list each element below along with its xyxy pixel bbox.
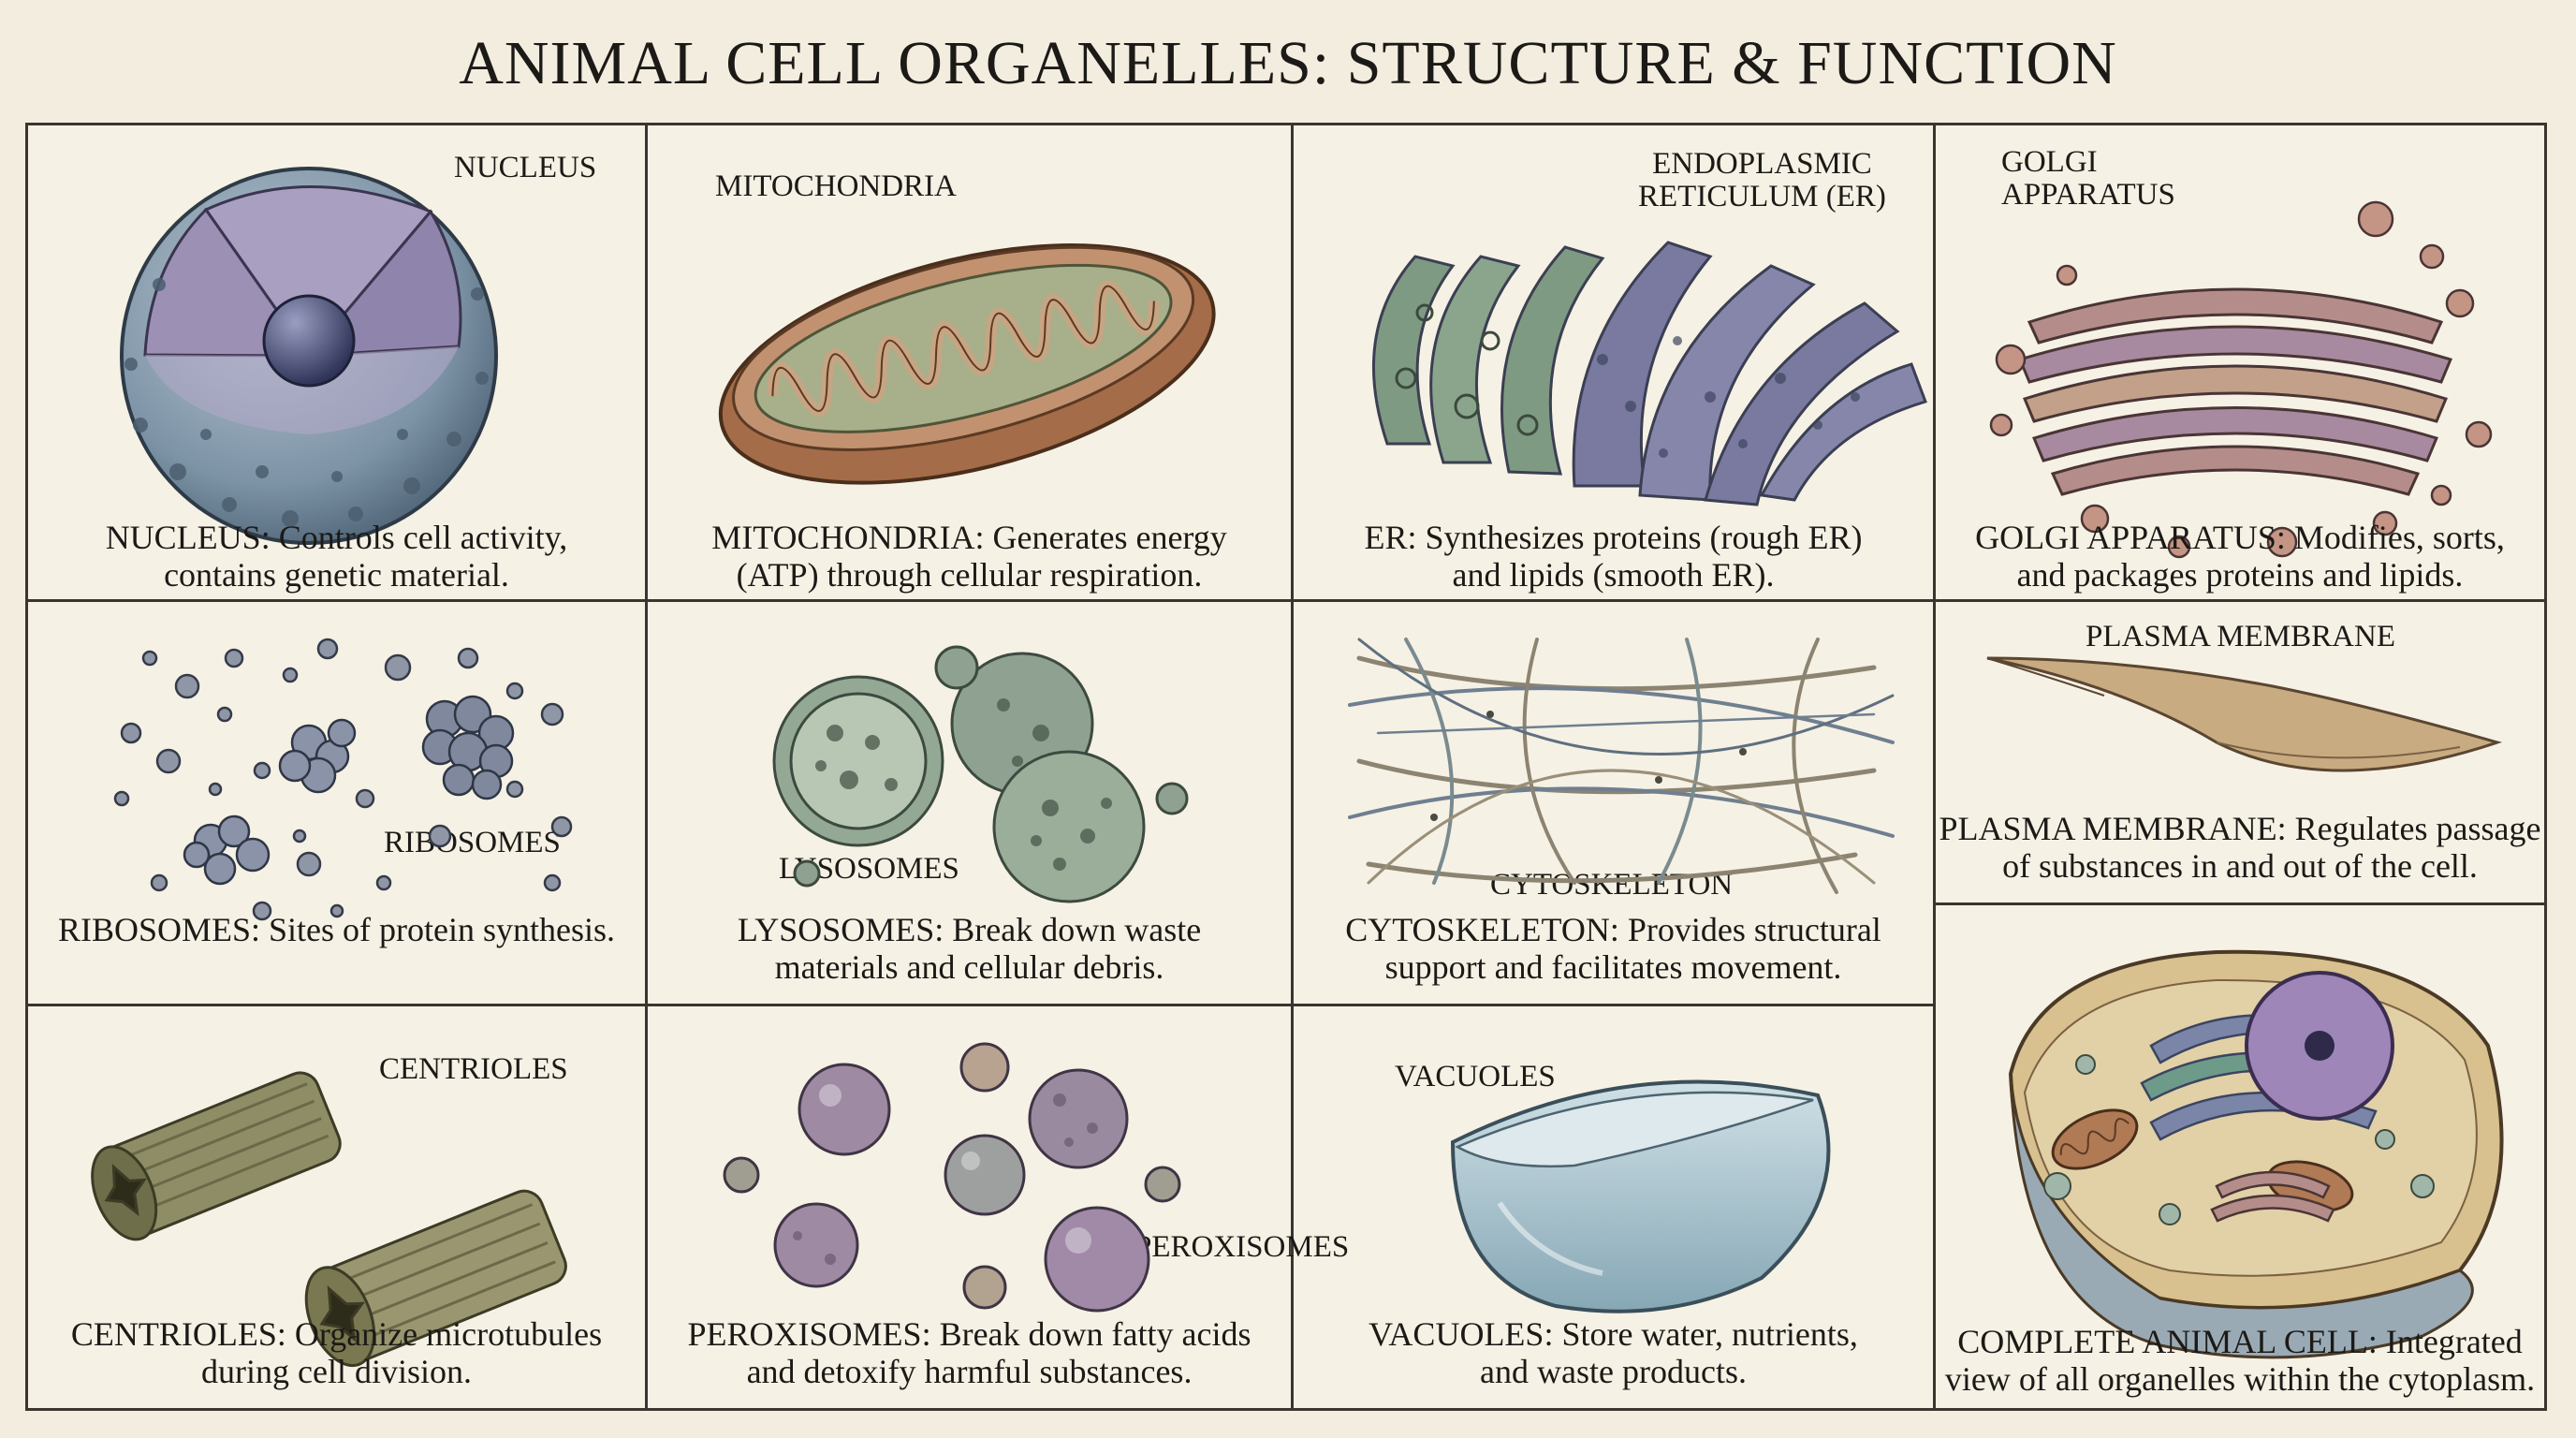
nucleus-cell: NUCLEUS (28, 125, 645, 599)
er-caption: ER: Synthesizes proteins (rough ER) and … (1364, 519, 1863, 594)
plasma-membrane-illustration (1986, 656, 2503, 772)
ribosomes-illustration (113, 638, 573, 921)
centrioles-label: CENTRIOLES (379, 1052, 568, 1086)
cytoskeleton-illustration (1348, 638, 1895, 894)
cytoskeleton-cell: CYTOSKELETON CYTOSKELETON: Provide (1294, 602, 1933, 1004)
plasma-membrane-caption: PLASMA MEMBRANE: Regulates passage of su… (1939, 810, 2541, 886)
lysosomes-caption: LYSOSOMES: Break down waste materials an… (737, 911, 1202, 987)
grid-line (1933, 902, 2544, 905)
centrioles-cell: CENTRIOLES CENTRIOL (28, 1006, 645, 1408)
mitochondria-cell: MITOCHONDRIA MITOCHONDRIA: Generates ene… (648, 125, 1291, 599)
mitochondria-illustration (718, 243, 1216, 485)
grid-line (28, 599, 1933, 602)
peroxisomes-label: PEROXISOMES (1134, 1230, 1350, 1264)
ribosomes-label: RIBOSOMES (384, 826, 561, 859)
centrioles-illustration (91, 1071, 567, 1368)
page-title: ANIMAL CELL ORGANELLES: STRUCTURE & FUNC… (459, 29, 2117, 97)
golgi-cell: GOLGI APPARATUS GOLGI APPARATUS: Modifie… (1936, 125, 2544, 599)
grid-line (28, 1004, 1933, 1006)
vacuoles-label: VACUOLES (1395, 1060, 1556, 1093)
mitochondria-label: MITOCHONDRIA (715, 169, 957, 203)
peroxisomes-cell: PEROXISOMES PEROXISOMES: Brea (648, 1006, 1349, 1408)
ribosomes-caption: RIBOSOMES: Sites of protein synthesis. (57, 911, 616, 948)
nucleus-label: NUCLEUS (454, 151, 597, 184)
golgi-caption: GOLGI APPARATUS: Modifies, sorts, and pa… (1975, 519, 2505, 594)
er-label: ENDOPLASMIC RETICULUM (ER) (1638, 147, 1886, 213)
mitochondria-caption: MITOCHONDRIA: Generates energy (ATP) thr… (711, 519, 1227, 594)
ribosomes-cell: RIBOSOMES (28, 602, 645, 1004)
er-illustration (1372, 241, 1927, 506)
golgi-label: GOLGI APPARATUS (2001, 145, 2175, 212)
golgi-illustration (1989, 200, 2493, 559)
plasma-membrane-cell: PLASMA MEMBRANE PLASMA MEMBRANE: Regulat… (1936, 602, 2544, 902)
centrioles-caption: CENTRIOLES: Organize microtubules during… (70, 1315, 603, 1391)
grid-line (1933, 125, 1936, 1408)
complete-cell-cell: COMPLETE ANIMAL CELL: Integrated view of… (1936, 905, 2544, 1408)
vacuoles-illustration (1450, 1079, 1831, 1313)
complete-cell-caption: COMPLETE ANIMAL CELL: Integrated view of… (1944, 1323, 2536, 1399)
cytoskeleton-caption: CYTOSKELETON: Provides structural suppor… (1345, 911, 1881, 987)
vacuoles-caption: VACUOLES: Store water, nutrients, and wa… (1368, 1315, 1858, 1391)
organelle-grid: NUCLEUS (25, 123, 2547, 1411)
grid-line (1291, 125, 1294, 1408)
vacuoles-cell: VACUOLES VACUOLES: Store water, nutrient… (1294, 1006, 1933, 1408)
complete-cell-illustration (2008, 949, 2504, 1359)
lysosomes-cell: LYSOSOMES LYSOSOMES: Break down waste (648, 602, 1291, 1004)
plasma-membrane-label: PLASMA MEMBRANE (2086, 620, 2395, 653)
nucleus-illustration (120, 167, 498, 545)
peroxisomes-illustration (723, 1042, 1181, 1313)
nucleus-caption: NUCLEUS: Controls cell activity, contain… (105, 519, 568, 594)
lysosomes-illustration (772, 645, 1189, 903)
peroxisomes-caption: PEROXISOMES: Break down fatty acids and … (687, 1315, 1251, 1391)
grid-line (645, 125, 648, 1408)
er-cell: ENDOPLASMIC RETICULUM (ER) (1294, 125, 1933, 599)
grid-line (1933, 599, 2544, 602)
